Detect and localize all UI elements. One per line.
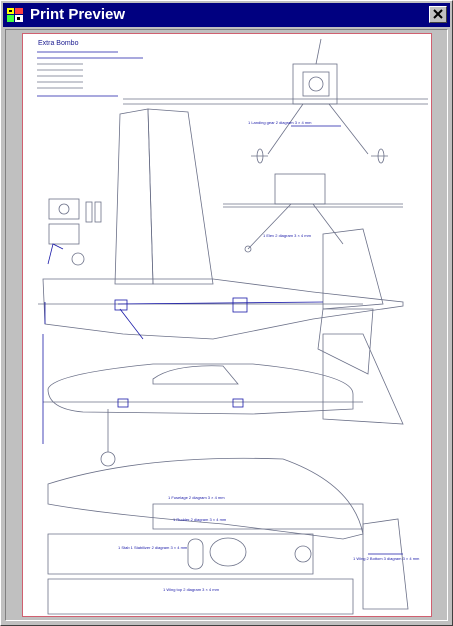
top-view [38,108,404,375]
title-bar[interactable]: Print Preview [3,3,450,27]
plan-label: 1 Wing 2 Bottom 3 diagram 3 × 4 mm [353,556,420,561]
airplane-plan-drawing: 1 Fuselage 2 diagram 3 × 4 mm 1 Rudder 2 … [37,38,428,615]
preview-page: Extra Bombo [22,33,432,617]
parts-sheet [47,457,409,615]
plan-label: 1 Wing top 2 diagram 3 × 4 mm [163,587,220,592]
plan-label: 1 Rudder 2 diagram 3 × 4 mm [173,517,227,522]
plan-label: 1 Stab 1 Stabilizer 2 diagram 3 × 4 mm [118,545,188,550]
front-view [123,38,428,164]
window-title: Print Preview [30,6,126,23]
small-parts [47,198,102,266]
rear-view [223,173,403,253]
plan-title: Extra Bombo [38,40,79,47]
plan-label: 1 Elev 2 diagram 3 × 4 mm [263,233,312,238]
plan-label: 1 Landing gear 2 diagram 3 × 4 mm [248,120,312,125]
plan-label: 1 Fuselage 2 diagram 3 × 4 mm [168,495,225,500]
close-button[interactable] [429,6,447,23]
side-view [42,333,404,467]
title-block [37,51,143,97]
close-icon [433,9,443,19]
print-preview-app-icon [7,8,23,22]
